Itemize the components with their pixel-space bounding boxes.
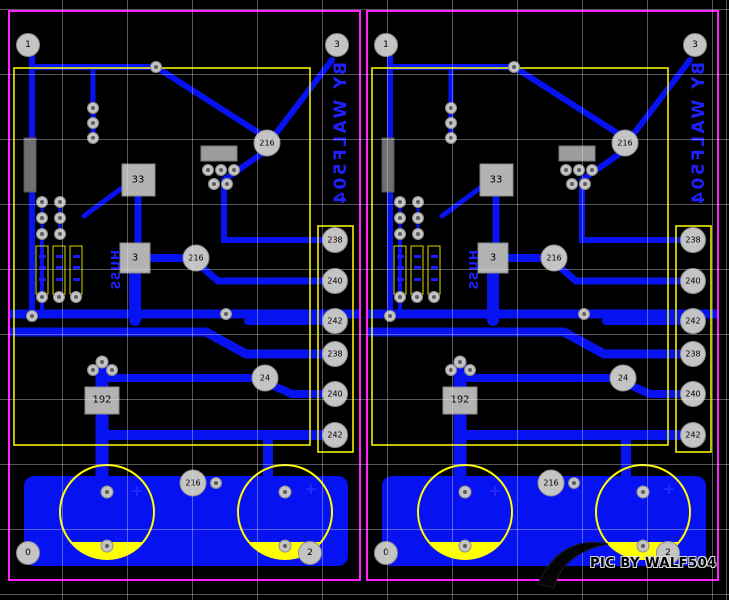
corner-pad-label: 1 (383, 40, 389, 50)
ic-u2-label: 3 (132, 253, 138, 264)
component-body[interactable] (558, 145, 596, 162)
ic-u1[interactable]: 33 (479, 163, 514, 197)
corner-pad-top-left[interactable]: 1 (374, 33, 398, 57)
copper-side-text[interactable]: BY WALF504 (689, 62, 709, 206)
corner-pad-label: 3 (334, 40, 340, 50)
numbered-pad-216c[interactable]: 216 (179, 469, 207, 497)
ic-u2[interactable]: 3 (477, 242, 509, 274)
corner-pad-bottom-right[interactable]: 2 (656, 541, 680, 565)
pad-label: 24 (618, 374, 628, 383)
connector-pin-label: 242 (327, 431, 342, 440)
cap2-plus-mark: + (663, 480, 676, 498)
numbered-pad-216b[interactable]: 216 (540, 244, 568, 272)
connector-pin-label: 242 (685, 317, 700, 326)
ic-u1-label: 33 (132, 175, 145, 186)
pad-label: 216 (543, 479, 558, 488)
silkscreen-outline[interactable] (371, 67, 669, 446)
copper-silk-text[interactable]: HUSS (109, 250, 123, 291)
pad-label: 216 (259, 139, 274, 148)
silk-glyphs (39, 255, 80, 281)
pcb-board-svg: 33 3 192 (366, 10, 719, 581)
cap1-plus-mark: + (489, 482, 502, 500)
numbered-pad-24[interactable]: 24 (609, 364, 637, 392)
corner-pad-top-right[interactable]: 3 (325, 33, 349, 57)
component-body[interactable] (381, 137, 395, 193)
connector-pin-label: 242 (685, 431, 700, 440)
corner-pad-label: 0 (383, 548, 389, 558)
numbered-pad-216b[interactable]: 216 (182, 244, 210, 272)
board-outline[interactable] (8, 10, 361, 581)
via-pads[interactable] (384, 61, 650, 553)
cap2-plus-mark: + (305, 480, 318, 498)
pad-label: 216 (188, 254, 203, 263)
pcb-board-left: 33 3 192 (8, 10, 361, 581)
ic-u1-label: 33 (490, 175, 503, 186)
corner-pad-bottom-left[interactable]: 0 (374, 541, 398, 565)
corner-pad-bottom-left[interactable]: 0 (16, 541, 40, 565)
copper-traces[interactable] (366, 53, 719, 485)
ic-u3-label: 192 (92, 395, 111, 406)
via-pads[interactable] (26, 61, 292, 553)
corner-pad-top-right[interactable]: 3 (683, 33, 707, 57)
numbered-pad-216c[interactable]: 216 (537, 469, 565, 497)
copper-traces[interactable] (8, 53, 361, 485)
connector-silk-outline[interactable] (317, 225, 354, 453)
pcb-board-svg: 33 3 192 (8, 10, 361, 581)
ic-u2-label: 3 (490, 253, 496, 264)
pad-label: 216 (617, 139, 632, 148)
connector-silk-outline[interactable] (675, 225, 712, 453)
connector-pads[interactable]: 238 240 242 238 240 242 (680, 227, 706, 448)
connector-pin-label: 238 (685, 236, 700, 245)
ic-u3[interactable]: 192 (84, 386, 120, 415)
pad-label: 24 (260, 374, 270, 383)
corner-pad-label: 3 (692, 40, 698, 50)
connector-pin-label: 240 (327, 390, 342, 399)
corner-pad-label: 0 (25, 548, 31, 558)
numbered-pad-216a[interactable]: 216 (611, 129, 639, 157)
copper-side-text[interactable]: BY WALF504 (331, 62, 351, 206)
component-body[interactable] (23, 137, 37, 193)
component-body[interactable] (200, 145, 238, 162)
connector-pin-label: 238 (327, 350, 342, 359)
corner-pad-label: 2 (665, 548, 671, 558)
numbered-pad-24[interactable]: 24 (251, 364, 279, 392)
pcb-board-right: 33 3 192 (366, 10, 719, 581)
corner-pad-label: 2 (307, 548, 313, 558)
ic-u2[interactable]: 3 (119, 242, 151, 274)
connector-pin-label: 240 (685, 277, 700, 286)
pad-label: 216 (185, 479, 200, 488)
pad-label: 216 (546, 254, 561, 263)
connector-pin-label: 242 (327, 317, 342, 326)
connector-pin-label: 240 (685, 390, 700, 399)
connector-pin-label: 240 (327, 277, 342, 286)
corner-pad-label: 1 (25, 40, 31, 50)
copper-silk-text[interactable]: HUSS (467, 250, 481, 291)
silk-glyphs (397, 255, 438, 281)
cap1-plus-mark: + (131, 482, 144, 500)
corner-pad-top-left[interactable]: 1 (16, 33, 40, 57)
ic-u1[interactable]: 33 (121, 163, 156, 197)
connector-pin-label: 238 (685, 350, 700, 359)
ic-u3-label: 192 (450, 395, 469, 406)
corner-pad-bottom-right[interactable]: 2 (298, 541, 322, 565)
silkscreen-outline[interactable] (13, 67, 311, 446)
connector-pads[interactable]: 238 240 242 238 240 242 (322, 227, 348, 448)
numbered-pad-216a[interactable]: 216 (253, 129, 281, 157)
ic-u3[interactable]: 192 (442, 386, 478, 415)
connector-pin-label: 238 (327, 236, 342, 245)
